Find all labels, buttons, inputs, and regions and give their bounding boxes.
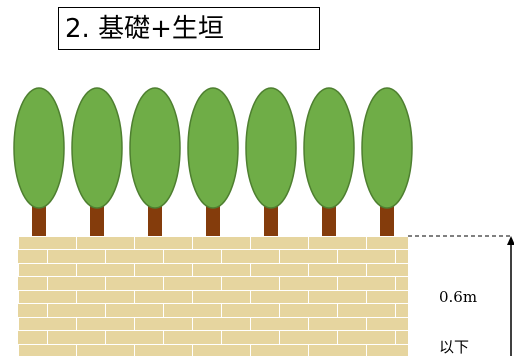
hedge-tree [13, 87, 65, 236]
tree-crown [187, 87, 239, 209]
hedge-tree [245, 87, 297, 236]
hedge-tree [361, 87, 413, 236]
hedge-tree [303, 87, 355, 236]
diagram-title: 2. 基礎+生垣 [65, 14, 224, 44]
dimension-arrowhead [507, 236, 514, 245]
hedge-trees [13, 87, 413, 236]
tree-crown [71, 87, 123, 209]
tree-crown [303, 87, 355, 209]
height-note: 以下 [439, 338, 470, 356]
tree-crown [245, 87, 297, 209]
height-label: 0.6m [439, 288, 478, 306]
hedge-tree [187, 87, 239, 236]
hedge-tree [129, 87, 181, 236]
tree-crown [129, 87, 181, 209]
hedge-tree [71, 87, 123, 236]
tree-crown [361, 87, 413, 209]
title-box: 2. 基礎+生垣 [58, 7, 320, 50]
block-wall [18, 236, 408, 356]
tree-crown [13, 87, 65, 209]
